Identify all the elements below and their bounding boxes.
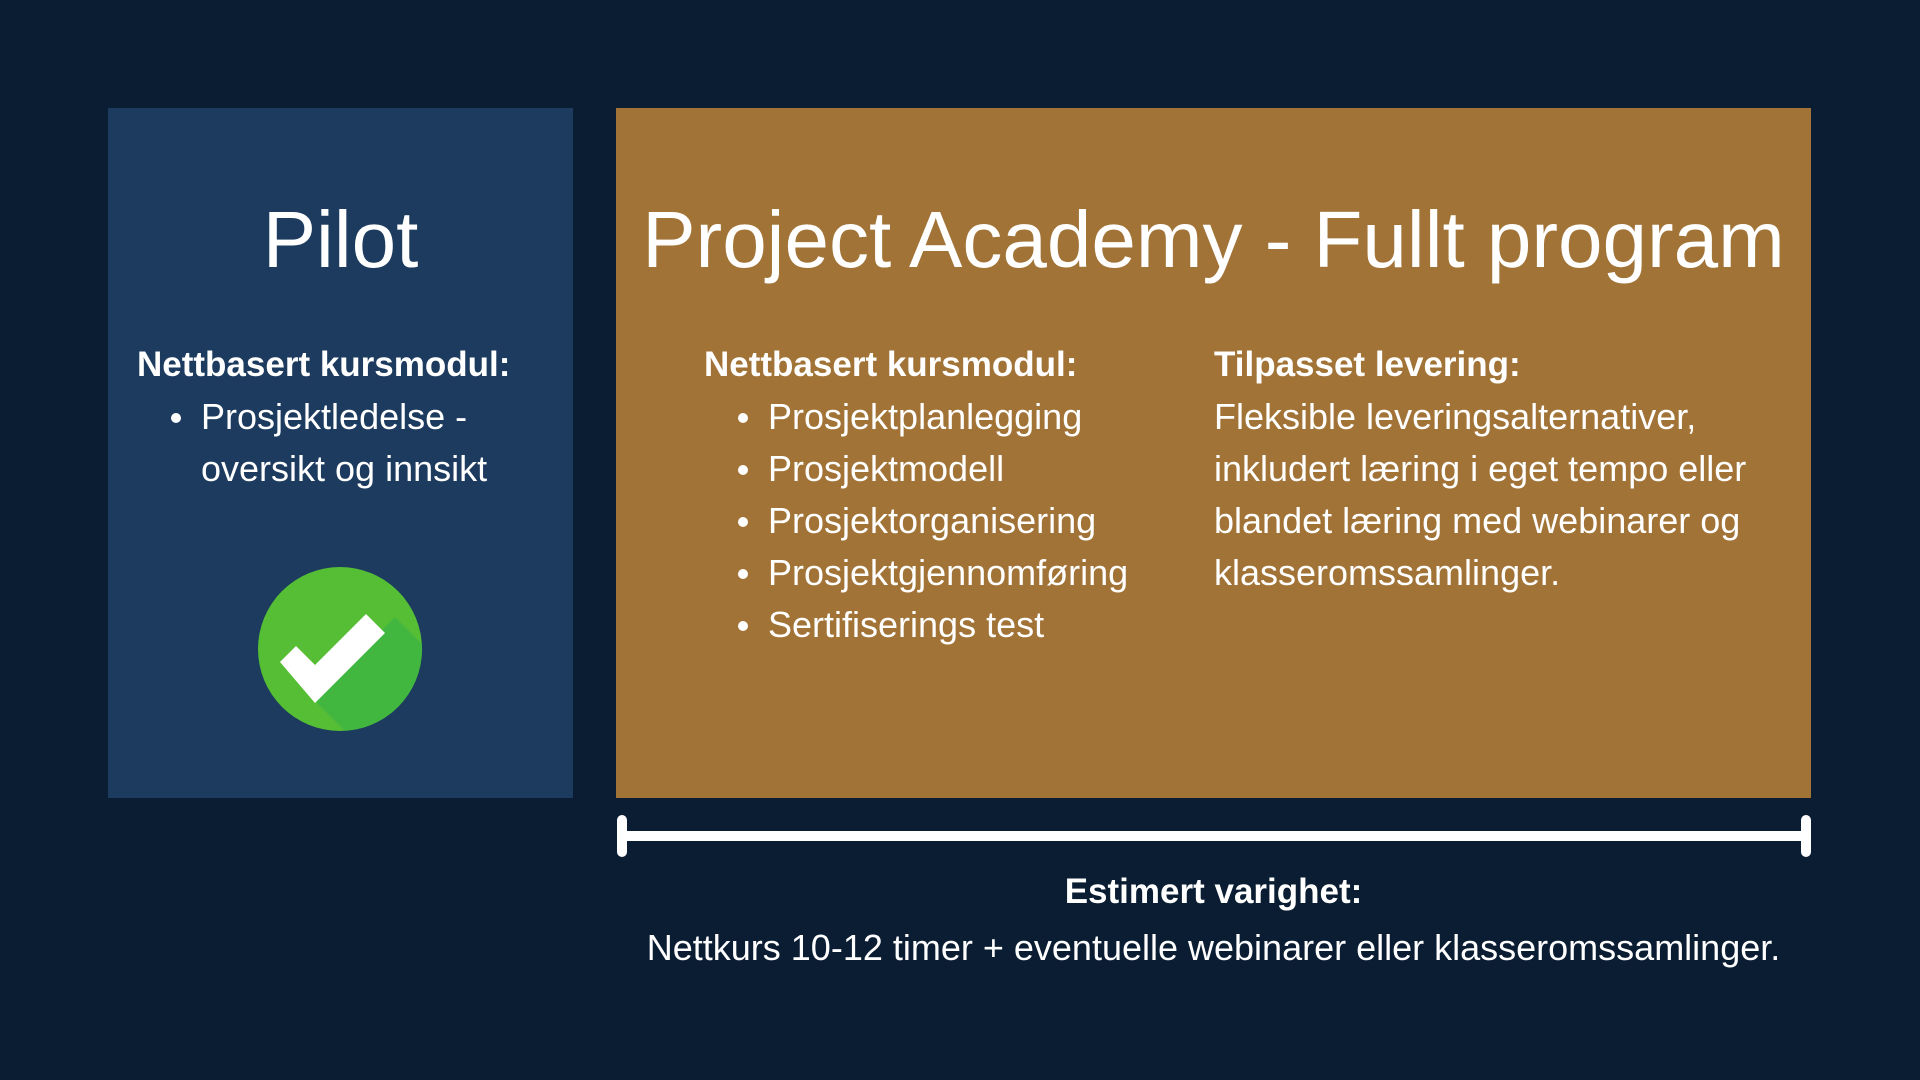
- list-item: Sertifiserings test: [737, 599, 1128, 651]
- full-program-title: Project Academy - Fullt program: [642, 195, 1785, 284]
- list-item: Prosjektplanlegging: [737, 391, 1128, 443]
- delivery-line: inkludert læring i eget tempo eller: [1214, 448, 1747, 489]
- duration-text: Nettkurs 10-12 timer + eventuelle webina…: [646, 927, 1781, 968]
- list-item: Prosjektgjennomføring: [737, 547, 1128, 599]
- timeline-line: [621, 831, 1807, 841]
- modules-heading: Nettbasert kursmodul:: [704, 345, 1078, 384]
- check-circle-icon: [258, 567, 422, 731]
- list-item-continuation: oversikt og innsikt: [201, 448, 488, 489]
- delivery-text: Fleksible leveringsalternativer, inklude…: [1214, 391, 1746, 599]
- list-item: Prosjektmodell: [737, 443, 1128, 495]
- timeline-start-cap: [617, 815, 627, 857]
- list-item: Prosjektledelse -: [170, 391, 487, 443]
- delivery-heading: Tilpasset levering:: [1214, 345, 1521, 384]
- delivery-line: Fleksible leveringsalternativer,: [1214, 396, 1697, 437]
- duration-heading: Estimert varighet:: [1064, 872, 1363, 911]
- modules-list: Prosjektplanlegging Prosjektmodell Prosj…: [737, 391, 1128, 651]
- delivery-line: klasseromssamlinger.: [1214, 552, 1561, 593]
- pilot-title: Pilot: [262, 195, 419, 284]
- delivery-line: blandet læring med webinarer og: [1214, 500, 1741, 541]
- timeline-end-cap: [1801, 815, 1811, 857]
- pilot-list: Prosjektledelse - oversikt og innsikt: [170, 391, 488, 495]
- duration-timeline: [617, 815, 1811, 857]
- pilot-heading: Nettbasert kursmodul:: [137, 345, 511, 384]
- list-item: Prosjektorganisering: [737, 495, 1128, 547]
- full-program-card: Project Academy - Fullt program Nettbase…: [616, 108, 1811, 798]
